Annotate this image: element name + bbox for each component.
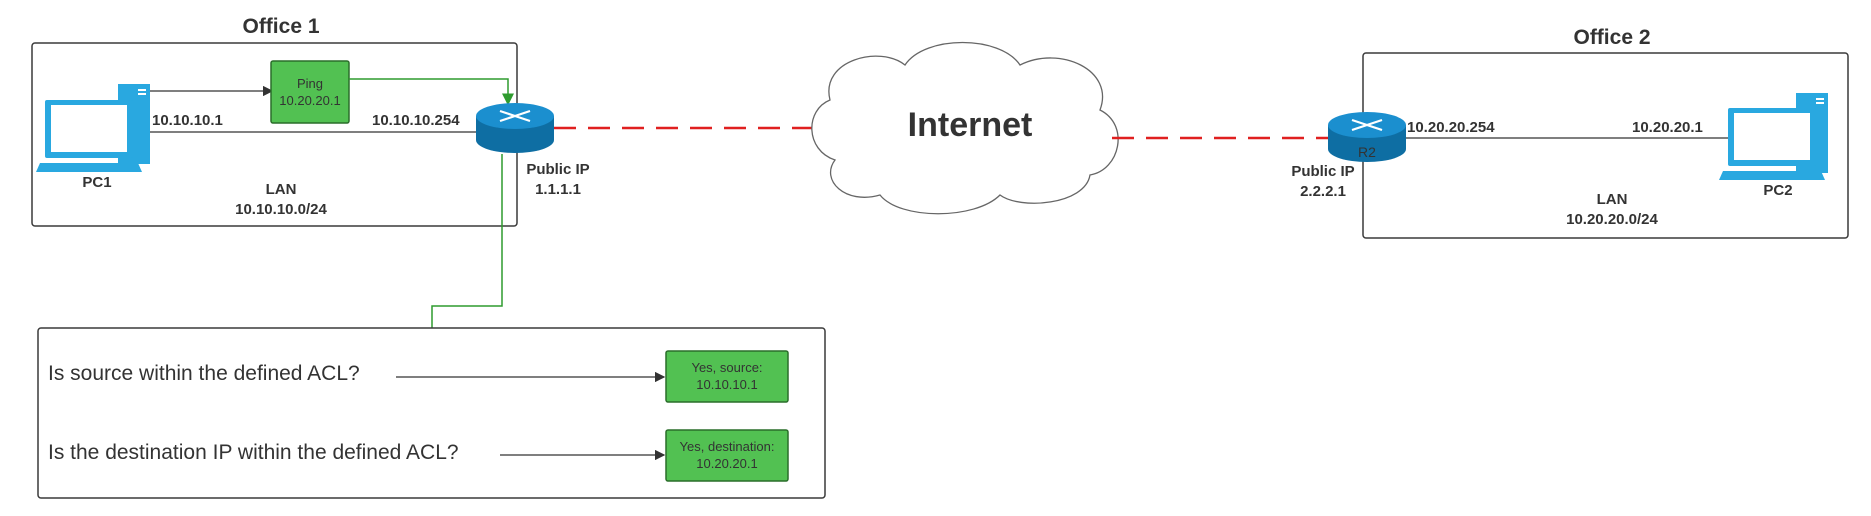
ping-box-target-ip: 10.20.20.1 bbox=[279, 93, 340, 108]
office2-title: Office 2 bbox=[1573, 26, 1650, 49]
router1-lan-ip-label: 10.10.10.254 bbox=[372, 112, 460, 129]
pc1-ip-label: 10.10.10.1 bbox=[152, 112, 223, 129]
acl-source-answer-box bbox=[665, 350, 789, 403]
acl-destination-question: Is the destination IP within the defined… bbox=[48, 441, 459, 464]
acl-source-answer-line2: 10.10.10.1 bbox=[696, 377, 757, 392]
ping-box bbox=[270, 60, 350, 124]
router2-lan-ip-label: 10.20.20.254 bbox=[1407, 119, 1495, 136]
pc2-ip-label: 10.20.20.1 bbox=[1632, 119, 1703, 136]
acl-destination-answer-box bbox=[665, 429, 789, 482]
pc1-computer-icon bbox=[36, 84, 150, 172]
pc1-label: PC1 bbox=[82, 174, 111, 191]
office2-lan-subnet: 10.20.20.0/24 bbox=[1566, 211, 1658, 228]
internet-cloud bbox=[811, 41, 1119, 215]
pc2-label: PC2 bbox=[1763, 182, 1792, 199]
acl-check-panel bbox=[37, 327, 826, 499]
router1-public-ip: 1.1.1.1 bbox=[535, 181, 581, 198]
office2-lan-label: LAN bbox=[1597, 191, 1628, 208]
acl-source-answer-line1: Yes, source: bbox=[691, 360, 762, 375]
router1-icon bbox=[476, 103, 554, 153]
ping-to-router-arrow bbox=[349, 78, 514, 106]
acl-source-question: Is source within the defined ACL? bbox=[48, 362, 360, 385]
router1-to-acl-connector bbox=[431, 154, 503, 328]
office1-title: Office 1 bbox=[242, 15, 319, 38]
acl-destination-answer-line1: Yes, destination: bbox=[680, 439, 775, 454]
office1-lan-label: LAN bbox=[266, 181, 297, 198]
pc2-computer-icon bbox=[1719, 93, 1828, 180]
ping-box-label: Ping bbox=[297, 76, 323, 91]
router2-public-ip: 2.2.2.1 bbox=[1300, 183, 1346, 200]
router2-icon bbox=[1328, 112, 1406, 162]
office1-lan-subnet: 10.10.10.0/24 bbox=[235, 201, 327, 218]
router2-public-ip-label: Public IP bbox=[1291, 163, 1354, 180]
router2-label: R2 bbox=[1358, 144, 1376, 160]
router1-public-ip-label: Public IP bbox=[526, 161, 589, 178]
acl-destination-answer-line2: 10.20.20.1 bbox=[696, 456, 757, 471]
internet-label: Internet bbox=[908, 106, 1033, 144]
